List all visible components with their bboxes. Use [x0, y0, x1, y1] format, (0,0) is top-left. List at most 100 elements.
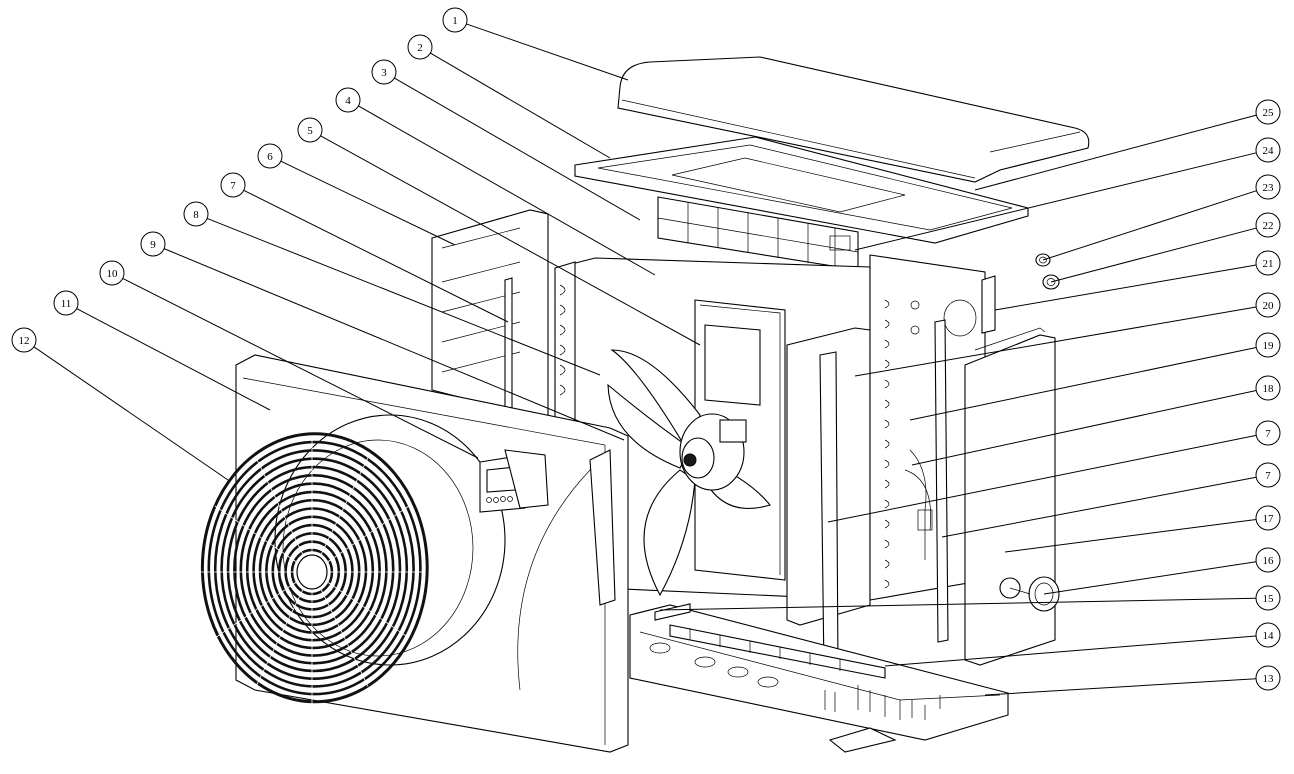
- callout-circle-14: [1255, 622, 1281, 648]
- callout-circle-23: [1255, 174, 1281, 200]
- grille-ring: [220, 457, 409, 681]
- callout-number-10: 10: [107, 268, 119, 280]
- grille-ring: [245, 490, 381, 650]
- grille-hub: [296, 554, 328, 590]
- callout-number-1: 1: [452, 15, 458, 27]
- grille-ring: [207, 440, 422, 696]
- leader-line-right-15: [659, 597, 1257, 611]
- leader-line-left-10: [122, 277, 479, 459]
- grille-ring: [258, 507, 368, 634]
- callout-number-9: 9: [150, 239, 156, 251]
- leader-line-right-14: [884, 635, 1257, 667]
- callout-circle-21: [1255, 250, 1281, 276]
- grille-ring: [271, 523, 354, 619]
- partition-panel: [786, 327, 871, 673]
- callout-circle-9: [140, 231, 166, 257]
- grille-spoke: [320, 457, 369, 555]
- callout-circle-5: [297, 117, 323, 143]
- side-strip: [934, 319, 949, 643]
- controller-display: [479, 449, 549, 513]
- callout-circle-15: [1255, 585, 1281, 611]
- callout-number-20: 20: [1263, 300, 1275, 312]
- leader-line-right-19: [909, 346, 1257, 421]
- grille-spoke: [327, 505, 410, 563]
- base-bracket: [654, 603, 691, 621]
- grille-ring: [233, 473, 395, 665]
- callout-circle-10: [99, 260, 125, 286]
- leader-line-left-3: [394, 77, 641, 221]
- callout-circle-11: [53, 290, 79, 316]
- leader-line-right-13: [984, 678, 1257, 696]
- leader-line-right-24: [854, 152, 1257, 251]
- callout-circle-4: [335, 87, 361, 113]
- callout-number-25: 25: [1263, 107, 1275, 119]
- callout-number-16: 16: [1263, 555, 1275, 567]
- callout-circle-12: [11, 327, 37, 353]
- grille-ring: [226, 465, 402, 673]
- callout-circle-6: [257, 143, 283, 169]
- callout-number-2: 2: [417, 42, 423, 54]
- callout-circle-7: [220, 172, 246, 198]
- leader-line-right-16: [1043, 561, 1257, 595]
- leader-line-left-9: [163, 248, 625, 441]
- leader-line-right-7: [827, 434, 1257, 523]
- grille-ring: [265, 515, 361, 627]
- callout-number-8: 8: [193, 209, 199, 221]
- callout-circle-20: [1255, 292, 1281, 318]
- callout-circle-16: [1255, 547, 1281, 573]
- callout-group: 1234567891011122524232221201918771716151…: [11, 7, 1281, 691]
- callout-circle-2: [407, 34, 433, 60]
- grille-ring: [213, 449, 415, 688]
- callout-number-6: 6: [267, 151, 273, 163]
- leader-line-left-7: [243, 189, 509, 323]
- grille-ring: [239, 482, 388, 657]
- callout-number-4: 4: [345, 95, 351, 107]
- grille-spoke: [255, 457, 304, 555]
- callout-circle-3: [371, 59, 397, 85]
- callout-circle-19: [1255, 332, 1281, 358]
- callout-number-19: 19: [1263, 340, 1275, 352]
- leader-line-left-5: [320, 135, 701, 346]
- callout-circle-24: [1255, 137, 1281, 163]
- grille-ring: [200, 432, 429, 704]
- leader-line-right-21: [994, 264, 1257, 311]
- callout-circle-13: [1255, 665, 1281, 691]
- callout-number-15: 15: [1263, 593, 1275, 605]
- top-frame-panel: [574, 136, 1029, 244]
- callout-number-12: 12: [19, 335, 30, 347]
- callout-number-17: 17: [1263, 513, 1275, 525]
- left-side-frame: [431, 209, 576, 426]
- callout-circle-17: [1255, 505, 1281, 531]
- leader-line-left-8: [206, 217, 601, 376]
- callout-number-5: 5: [307, 125, 313, 137]
- base-tray: [629, 604, 1009, 753]
- mesh-grille-panel: [657, 196, 859, 271]
- grille-spoke: [214, 581, 297, 639]
- base-rail: [669, 624, 886, 679]
- leader-line-right-23: [1042, 190, 1257, 261]
- leader-line-left-1: [466, 23, 629, 81]
- grille-ring: [252, 498, 375, 642]
- callout-circle-7: [1255, 462, 1281, 488]
- callout-number-3: 3: [381, 67, 387, 79]
- leader-line-left-4: [358, 105, 656, 276]
- callout-circle-1: [442, 7, 468, 33]
- leader-line-left-2: [430, 52, 611, 159]
- leader-lines: [33, 23, 1257, 696]
- callout-number-21: 21: [1263, 258, 1274, 270]
- callout-number-11: 11: [61, 298, 72, 310]
- callout-number-14: 14: [1263, 630, 1275, 642]
- callout-number-7: 7: [230, 180, 236, 192]
- callout-circle-7: [1255, 420, 1281, 446]
- callout-number-23: 23: [1263, 182, 1275, 194]
- callout-circle-18: [1255, 375, 1281, 401]
- leader-line-left-12: [33, 346, 229, 481]
- grille-spoke: [327, 581, 410, 639]
- callout-number-18: 18: [1263, 383, 1275, 395]
- leader-line-right-18: [911, 390, 1257, 466]
- callout-number-13: 13: [1263, 673, 1275, 685]
- callout-number-24: 24: [1263, 145, 1275, 157]
- leader-line-right-25: [974, 114, 1257, 191]
- leader-line-right-22: [1050, 227, 1257, 283]
